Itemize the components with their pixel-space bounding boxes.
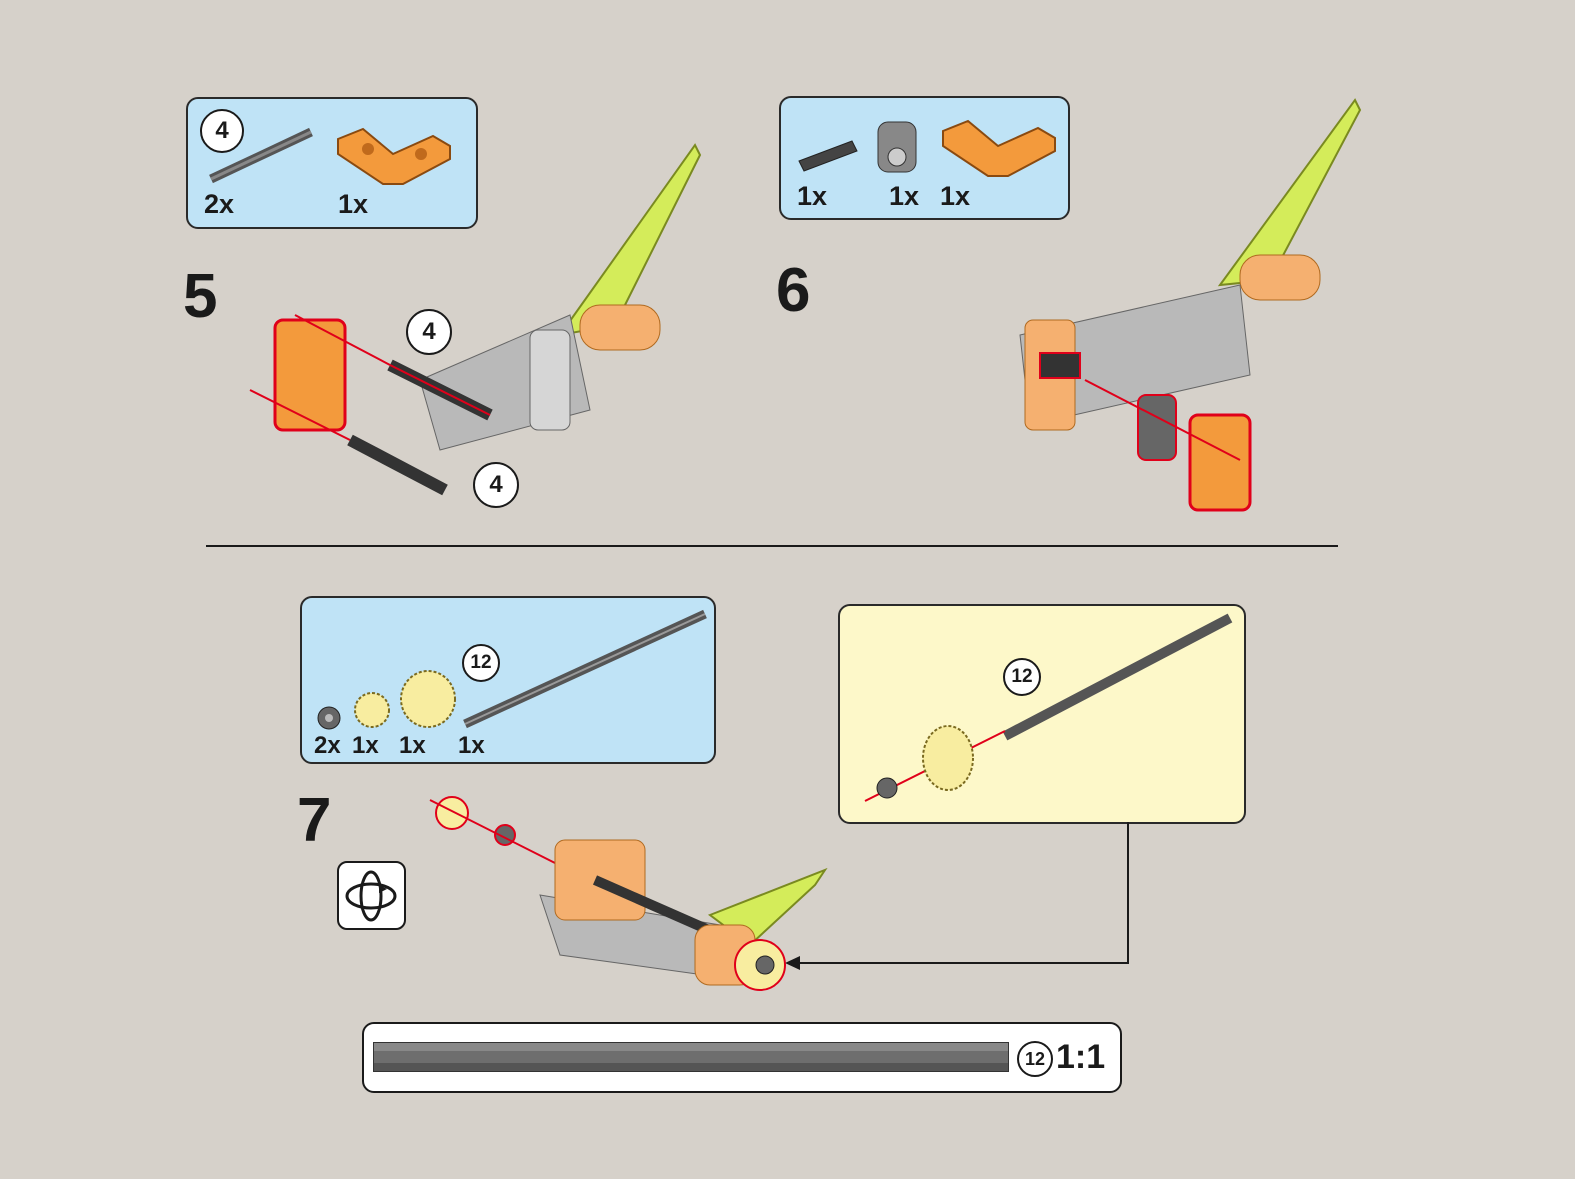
axle-icon — [387, 359, 493, 421]
axle-length-callout: 4 — [473, 462, 519, 508]
orange-l-beam-icon — [337, 127, 451, 185]
orange-l-beam-icon — [942, 119, 1056, 177]
small-gear-icon — [354, 692, 390, 728]
part-count: 1x — [940, 181, 971, 211]
part-count: 1x — [889, 181, 920, 211]
part-count: 1x — [338, 189, 369, 219]
step-number: 6 — [776, 256, 811, 325]
part-count: 1x — [458, 732, 485, 759]
axle-actual-size — [373, 1042, 1009, 1072]
axle-length-badge: 12 — [1017, 1041, 1053, 1077]
axle-connector-icon — [798, 140, 858, 172]
pin-connector-icon — [877, 121, 917, 173]
step5-model-illustration — [249, 143, 702, 496]
part-count: 1x — [797, 181, 828, 211]
step7-parts-box: 12 2x 1x 1x 1x — [300, 596, 716, 764]
axle-icon — [347, 434, 448, 496]
axle-icon — [209, 127, 313, 184]
rotate-model-icon — [337, 861, 406, 930]
section-divider — [206, 545, 1338, 547]
bush-icon — [317, 706, 341, 730]
scale-ratio: 1:1 — [1056, 1038, 1106, 1076]
axle-length-callout: 4 — [406, 309, 452, 355]
step7-model-illustration — [429, 796, 828, 991]
part-count: 1x — [352, 732, 379, 759]
axle-length-badge: 12 — [462, 644, 500, 682]
axle-icon — [463, 609, 707, 729]
large-gear-icon — [400, 670, 456, 728]
subassembly-illustration — [864, 613, 1233, 802]
step6-parts-box: 1x 1x 1x — [779, 96, 1070, 220]
scale-ruler-box: 12 1:1 — [362, 1022, 1122, 1093]
axle-length-badge: 12 — [1003, 658, 1041, 696]
part-count: 1x — [399, 732, 426, 759]
subassembly-box: 12 — [838, 604, 1246, 824]
step6-model-illustration — [1019, 98, 1362, 512]
part-count: 2x — [204, 189, 235, 219]
step5-parts-box: 4 2x 1x — [186, 97, 478, 229]
axle-length-badge: 4 — [200, 109, 244, 153]
subassembly-pointer-arrow — [785, 822, 1129, 970]
step-number: 7 — [297, 786, 332, 855]
step-number: 5 — [183, 262, 218, 331]
part-count: 2x — [314, 732, 341, 759]
